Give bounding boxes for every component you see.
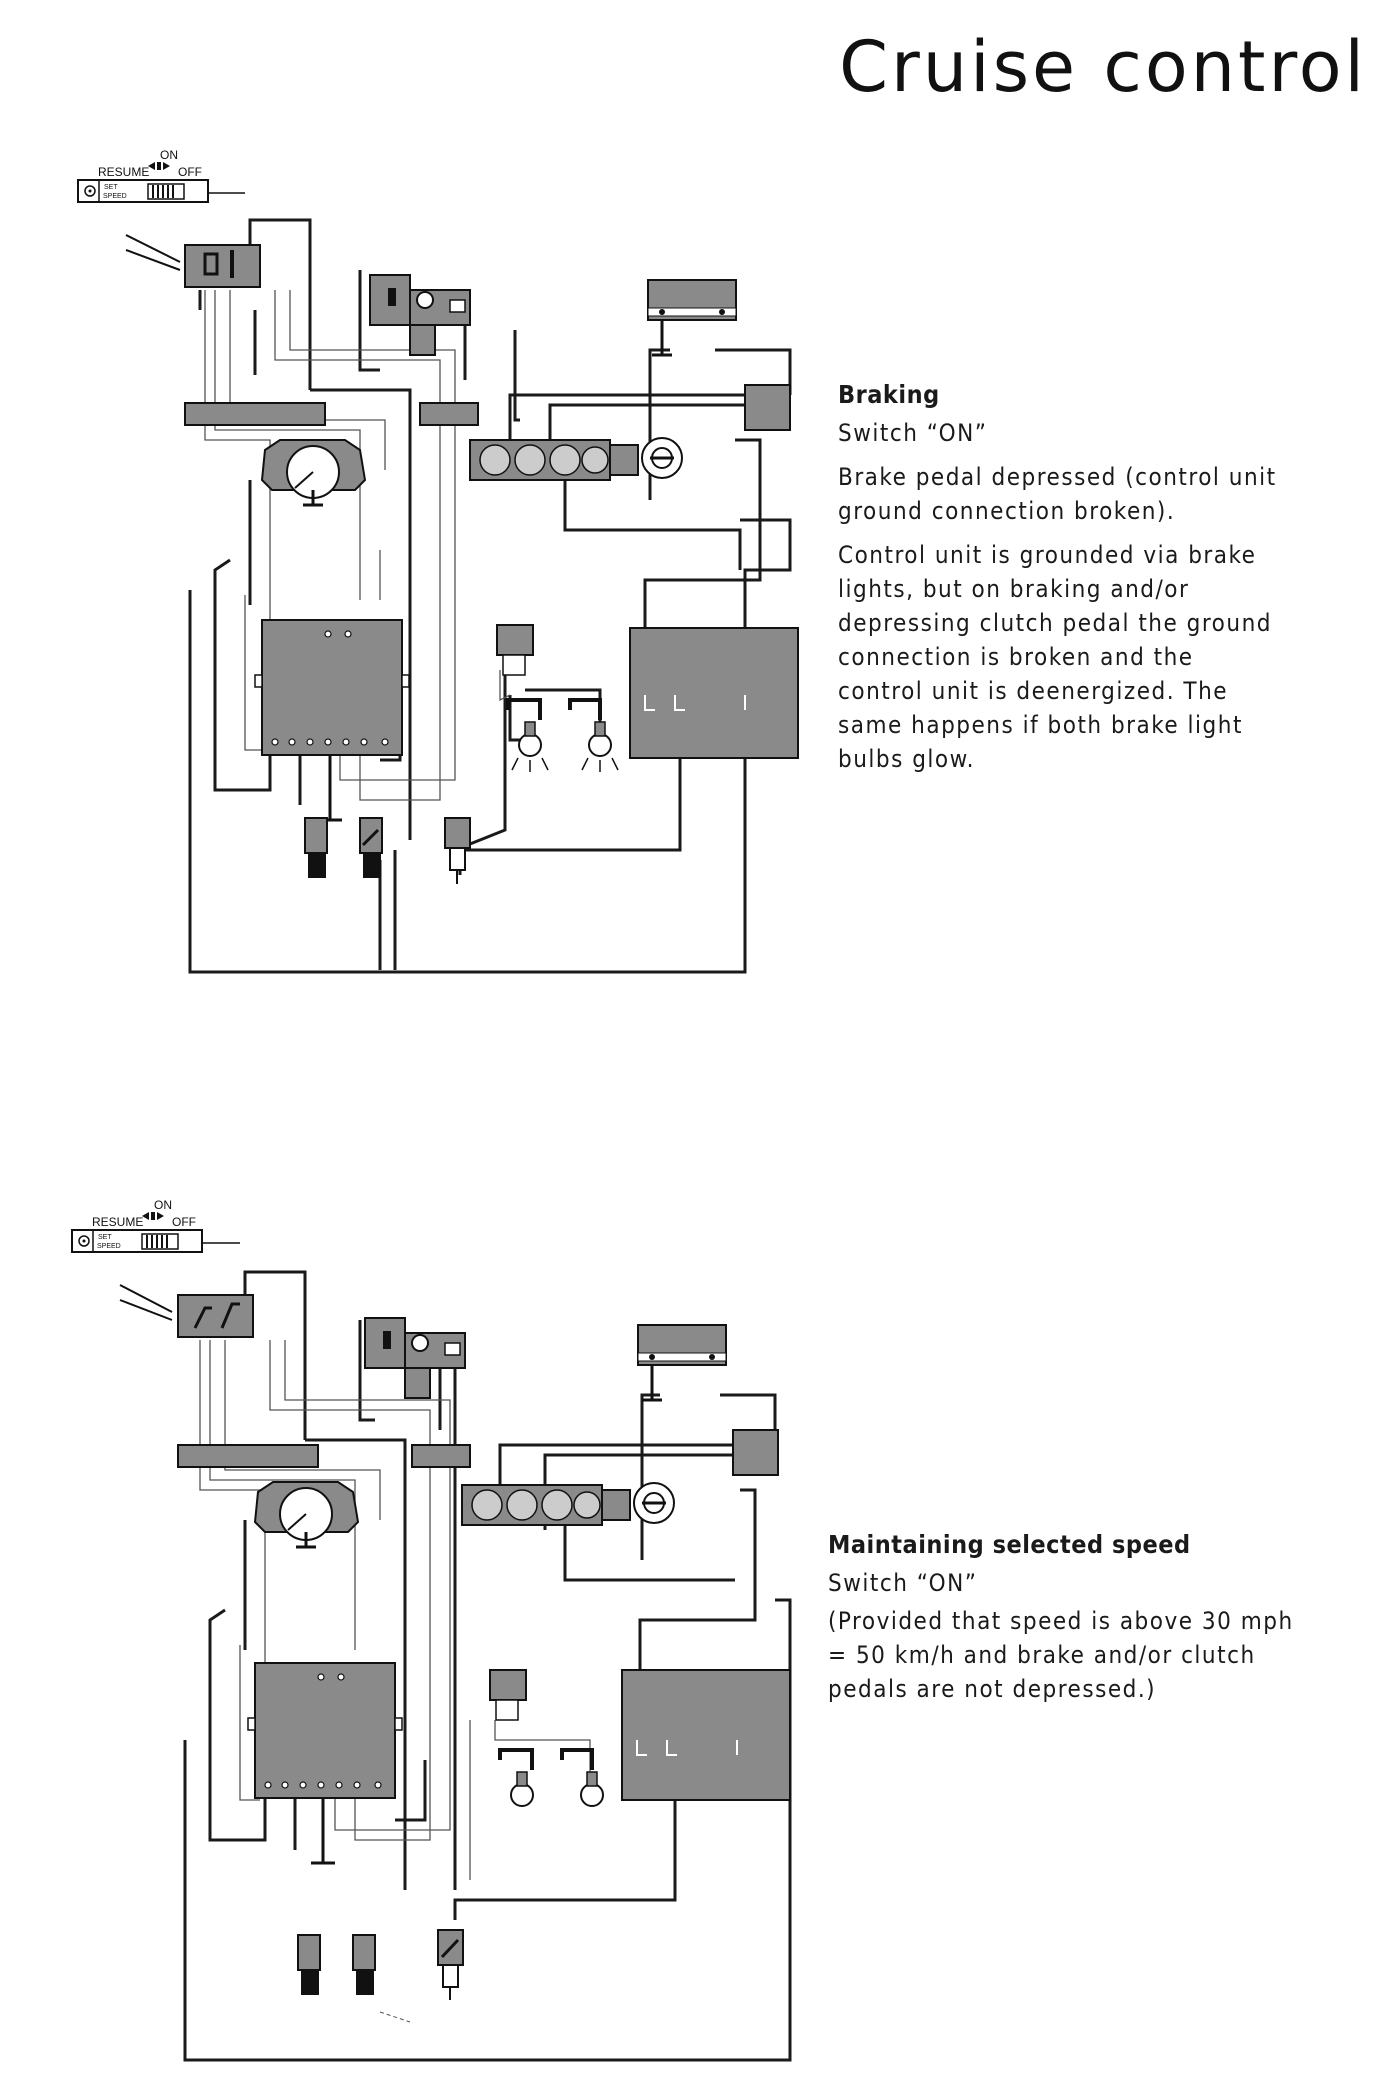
switch-on-label: ON: [160, 150, 178, 162]
actuator-unit-2: [621, 1669, 791, 1801]
maintain-speed-note: (Provided that speed is above 30 mph = 5…: [828, 1607, 1294, 1703]
switch-speed-label: SPEED: [103, 193, 127, 200]
page-title: Cruise control: [839, 26, 1367, 108]
terminal-strip-left-2: [177, 1444, 319, 1468]
switch-off-label-2: OFF: [172, 1215, 196, 1229]
switch-set-label-2: SET: [98, 1234, 112, 1241]
light-switch-assembly-2: [461, 1482, 675, 1526]
brake-light-relay: [496, 624, 534, 676]
braking-wiring-diagram: ON RESUME OFF SET SPEED: [0, 150, 810, 1050]
control-unit: [254, 619, 410, 822]
switch-off-label: OFF: [178, 165, 202, 179]
speedometer-2: [253, 1481, 360, 1549]
switch-connector: [125, 234, 261, 288]
braking-note: Brake pedal depressed (control unit grou…: [838, 463, 1277, 525]
clutch-pedal-switch: [304, 817, 328, 878]
braking-caption: Braking Switch “ON” Brake pedal depresse…: [838, 378, 1278, 786]
brake-pedal-switch-b-2: [437, 1929, 464, 2000]
cruise-switch-2: ON RESUME OFF SET SPEED: [71, 1200, 240, 1253]
vacuum-pump-2: [364, 1317, 466, 1399]
braking-switch-state: Switch “ON”: [838, 419, 988, 447]
fuse-relay-box: [744, 384, 791, 431]
battery-2: [637, 1324, 727, 1402]
switch-on-label-2: ON: [154, 1200, 172, 1212]
control-unit-2: [247, 1662, 403, 1865]
switch-speed-label-2: SPEED: [97, 1243, 121, 1250]
terminal-strip-right-2: [411, 1444, 471, 1468]
terminal-strip-right: [419, 402, 479, 426]
brake-pedal-switch-b: [444, 817, 471, 884]
cruise-switch: ON RESUME OFF SET SPEED: [77, 150, 245, 203]
fuse-relay-box-2: [732, 1429, 779, 1476]
ground-loop-wire: [188, 590, 747, 974]
terminal-strip-left: [184, 402, 326, 426]
brake-pedal-switch-a: [359, 817, 383, 878]
actuator-unit: [629, 627, 799, 759]
brake-light-right-2: [560, 1748, 604, 1807]
braking-explanation: Control unit is grounded via brake light…: [838, 541, 1272, 773]
maintain-speed-heading: Maintaining selected speed: [828, 1530, 1191, 1559]
switch-set-label: SET: [104, 184, 118, 191]
switch-connector-2: [119, 1284, 254, 1338]
battery: [647, 279, 737, 357]
clutch-pedal-switch-2: [297, 1934, 321, 1995]
brake-light-relay-2: [489, 1669, 527, 1721]
braking-heading: Braking: [838, 380, 940, 409]
maintain-speed-switch-state: Switch “ON”: [828, 1569, 978, 1597]
speedometer: [260, 439, 367, 507]
switch-resume-label-2: RESUME: [92, 1215, 143, 1229]
maintain-speed-wiring-diagram: ON RESUME OFF SET SPEED: [0, 1200, 810, 2100]
brake-light-left: [506, 698, 549, 772]
brake-pedal-switch-a-2: [352, 1934, 376, 1995]
switch-resume-label: RESUME: [98, 165, 149, 179]
vacuum-pump: [369, 274, 471, 356]
light-switch-assembly: [469, 437, 683, 481]
maintain-speed-caption: Maintaining selected speed Switch “ON” (…: [828, 1528, 1298, 1716]
brake-light-right: [568, 698, 619, 772]
brake-light-left-2: [498, 1748, 534, 1807]
